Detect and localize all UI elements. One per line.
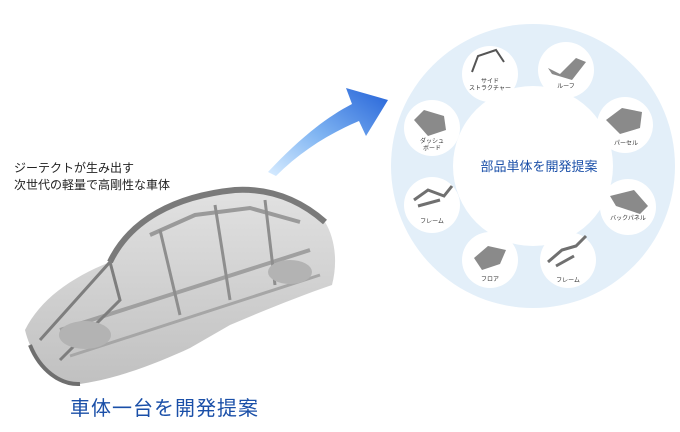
bottom-title: 車体一台を開発提案 bbox=[70, 396, 259, 420]
part-circle-front-frame bbox=[404, 177, 460, 233]
center-disc bbox=[453, 86, 613, 246]
tagline: ジーテクトが生み出す 次世代の軽量で高剛性な車体 bbox=[14, 160, 170, 194]
part-label-floor: フロア bbox=[480, 276, 499, 283]
part-label-side-structure: サイド ストラクチャー bbox=[469, 78, 511, 92]
part-label-dashboard: ダッシュ ボード bbox=[419, 138, 444, 152]
center-label: 部品単体を開発提案 bbox=[480, 160, 598, 175]
rear-frame-part-icon bbox=[547, 234, 588, 268]
part-circle-floor bbox=[462, 232, 518, 288]
part-label-rear-frame: フレーム bbox=[556, 277, 580, 284]
parcel-part-icon bbox=[606, 108, 642, 134]
tagline-line-1: ジーテクトが生み出す bbox=[14, 161, 135, 175]
part-circle-roof bbox=[538, 42, 594, 98]
part-circle-dashboard bbox=[404, 100, 460, 156]
car-body-illustration bbox=[25, 186, 336, 387]
part-label-back-panel: バックパネル bbox=[610, 215, 646, 222]
roof-part-icon bbox=[548, 58, 586, 80]
side-structure-part-icon bbox=[471, 48, 505, 73]
floor-part-icon bbox=[474, 246, 506, 270]
part-circle-rear-frame bbox=[540, 232, 596, 288]
tagline-line-2: 次世代の軽量で高剛性な車体 bbox=[14, 178, 171, 192]
dashboard-part-icon bbox=[414, 110, 446, 136]
part-circle-back-panel bbox=[600, 179, 656, 235]
curved-arrow-icon bbox=[268, 88, 388, 176]
part-circle-parcel bbox=[597, 97, 653, 153]
front-frame-part-icon bbox=[413, 185, 454, 208]
part-label-roof: ルーフ bbox=[557, 83, 575, 90]
part-label-parcel: パーセル bbox=[613, 140, 638, 147]
back-panel-part-icon bbox=[610, 190, 648, 214]
part-circle-side-structure bbox=[462, 46, 518, 102]
part-label-front-frame: フレーム bbox=[420, 218, 444, 225]
